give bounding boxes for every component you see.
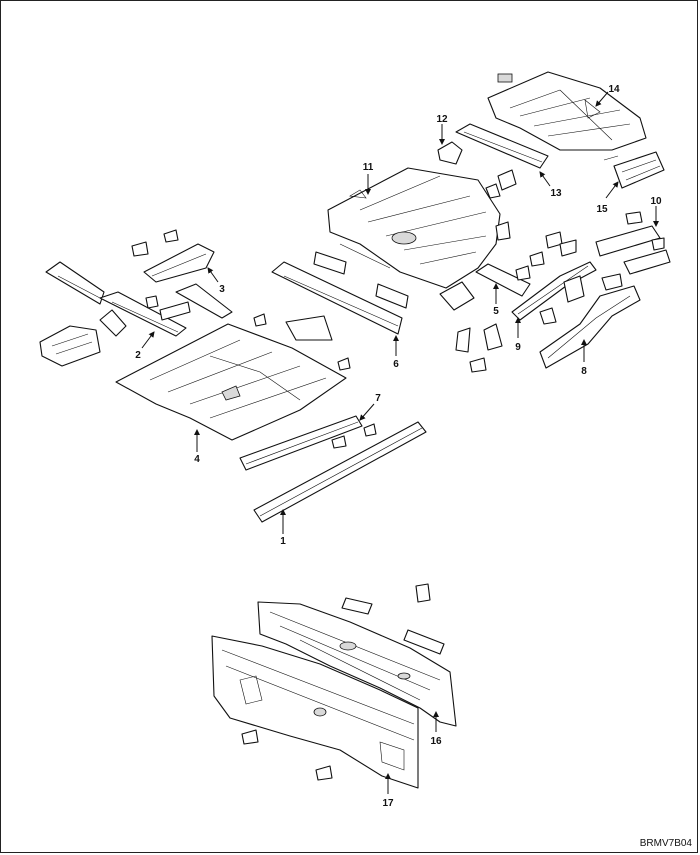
callout-6: 6: [393, 359, 399, 370]
callout-3: 3: [219, 284, 225, 295]
part-3-front-floor-brackets: [131, 229, 233, 319]
part-15-rear-end-bracket: [603, 151, 665, 189]
part-11-center-floor-panel: [327, 167, 501, 289]
callout-16: 16: [430, 736, 442, 747]
callout-12: 12: [436, 114, 448, 125]
callout-2: 2: [135, 350, 141, 361]
part-16-rear-shelf-panel: [257, 583, 457, 727]
part-14-rear-floor-panel: [487, 71, 647, 151]
part-12-seat-bracket: [437, 141, 517, 199]
callout-17: 17: [382, 798, 394, 809]
leader-3: [207, 267, 219, 283]
callout-14: 14: [608, 84, 620, 95]
part-6-center-crossmember: [253, 243, 409, 371]
leader-2: [141, 331, 155, 349]
callout-13: 13: [550, 188, 562, 199]
leader-15: [605, 181, 619, 199]
callout-10: 10: [650, 196, 662, 207]
part-8-rear-side-member-right: [539, 273, 641, 369]
part-17-rear-bulkhead-panel: [211, 635, 419, 789]
part-4-front-floor-panel: [115, 323, 347, 441]
leader-14: [595, 91, 609, 107]
callout-7: 7: [375, 393, 381, 404]
part-1-side-sill-inner-right: [253, 421, 427, 523]
part-5-crossmember-brackets: [439, 221, 531, 373]
diagram-code: BRMV7B04: [640, 838, 693, 849]
callout-1: 1: [280, 536, 286, 547]
callout-9: 9: [515, 342, 521, 353]
callout-8: 8: [581, 366, 587, 377]
callout-4: 4: [194, 454, 200, 465]
part-2-front-floor-members: [39, 261, 191, 367]
part-10-rear-member-extension: [595, 211, 671, 275]
leader-13: [539, 171, 551, 187]
callout-11: 11: [363, 162, 374, 173]
part-13-rear-floor-crossmember: [455, 123, 549, 169]
part-9-rear-side-member-left: [511, 231, 597, 325]
part-7-side-sill-inner-left: [239, 415, 377, 471]
callout-15: 15: [596, 204, 608, 215]
callout-5: 5: [493, 306, 499, 317]
callouts: 1 2 3 4 5 6 7 8 9 10 11 12 13 14 15 16 1: [135, 84, 662, 809]
leader-7: [359, 403, 375, 421]
